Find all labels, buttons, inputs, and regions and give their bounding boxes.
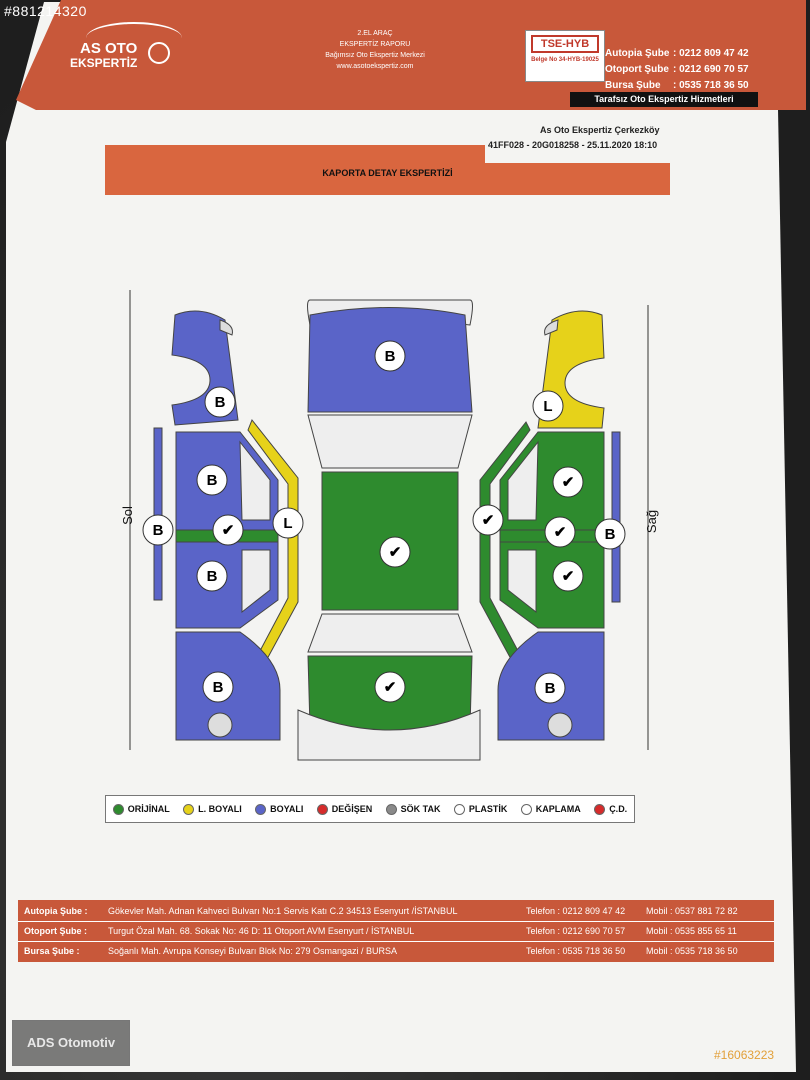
left-mirror [219, 319, 233, 336]
marker-left-rear-door: B [196, 560, 228, 592]
legend-dot [385, 803, 397, 815]
marker-right-rear-fender: B [534, 672, 566, 704]
logo-wheel-icon [148, 42, 170, 64]
top-watermark-code: #881214320 [4, 3, 87, 19]
right-front-window [507, 440, 539, 521]
svg-text:B: B [153, 522, 164, 539]
report-header [16, 0, 806, 110]
report-id: 41FF028 - 20G018258 - 25.11.2020 18:10 [488, 140, 658, 150]
company-name: AS OTO [80, 40, 138, 57]
svg-text:L: L [283, 515, 292, 532]
legend-dot [520, 803, 532, 815]
footer-row: Bursa Şube : Soğanlı Mah. Avrupa Konseyi… [24, 946, 738, 956]
section-title: KAPORTA DETAY EKSPERTİZİ [322, 168, 453, 178]
svg-text:✔: ✔ [482, 512, 495, 529]
marker-right-sill: B [594, 518, 626, 550]
marker-hood: B [374, 340, 406, 372]
color-legend: ORİJİNAL L. BOYALI BOYALI DEĞİŞEN SÖK TA… [105, 795, 635, 823]
branch-name: As Oto Ekspertiz Çerkezköy [540, 125, 660, 135]
footer-row: Autopia Şube : Gökevler Mah. Adnan Kahve… [24, 906, 738, 916]
svg-text:B: B [385, 348, 396, 365]
right-side-label: Sağ [644, 509, 660, 534]
left-sill [153, 427, 163, 601]
footer-row: Otoport Şube : Turgut Özal Mah. 68. Soka… [24, 926, 737, 936]
legend-painted: BOYALI [255, 803, 303, 815]
marker-left-roof-rail: L [272, 507, 304, 539]
marker-right-rear-door: ✔ [552, 560, 584, 592]
footer-divider [18, 941, 774, 942]
marker-right-pillar: ✔ [544, 516, 576, 548]
marker-right-roof-rail: ✔ [472, 504, 504, 536]
company-subtitle: EKSPERTİZ [70, 56, 138, 70]
marker-left-rear-fender: B [202, 671, 234, 703]
svg-text:B: B [207, 472, 218, 489]
left-rear-window [241, 549, 271, 614]
tse-certificate-badge: TSE-HYB Belge No 34-HYB-19025 [525, 30, 605, 82]
legend-plastic: PLASTİK [453, 803, 507, 815]
car-body-diagram: B B L B B ✔ L B B ✔ ✔ ✔ ✔ ✔ B ✔ B [129, 290, 649, 761]
legend-dot [112, 803, 124, 815]
legend-local-painted: L. BOYALI [183, 803, 242, 815]
logo-car-outline-icon [86, 22, 182, 54]
marker-roof: ✔ [379, 536, 411, 568]
listing-id: #16063223 [714, 1048, 775, 1062]
right-rear-window [507, 549, 537, 614]
svg-text:B: B [545, 680, 556, 697]
ads-otomotiv-logo: ADS Otomotiv [12, 1020, 130, 1066]
svg-text:✔: ✔ [562, 568, 575, 585]
slogan-banner: Tarafsız Oto Ekspertiz Hizmetleri [570, 92, 758, 107]
svg-text:✔: ✔ [554, 524, 567, 541]
legend-original: ORİJİNAL [112, 803, 170, 815]
svg-text:✔: ✔ [562, 474, 575, 491]
marker-right-front-door: ✔ [552, 466, 584, 498]
tse-subtitle: Belge No 34-HYB-19025 [531, 57, 599, 63]
legend-cd: Ç.D. [594, 803, 627, 815]
tse-title: TSE-HYB [531, 35, 599, 53]
left-rear-light [207, 712, 233, 738]
footer-divider [18, 921, 774, 922]
rear-window [307, 613, 473, 653]
left-side-label: Sol [119, 506, 135, 525]
legend-dot [183, 803, 195, 815]
legend-dot [255, 803, 267, 815]
windshield [307, 414, 473, 469]
branch-phones: Autopia Şube: 0212 809 47 42 Otoport Şub… [605, 48, 749, 91]
svg-text:✔: ✔ [384, 679, 397, 696]
marker-left-sill: B [142, 514, 174, 546]
footer-addresses: Autopia Şube : Gökevler Mah. Adnan Kahve… [18, 900, 774, 962]
marker-left-front-door: B [196, 464, 228, 496]
right-mirror [544, 319, 559, 336]
svg-text:B: B [207, 568, 218, 585]
svg-text:B: B [215, 394, 226, 411]
right-rear-light [547, 712, 573, 738]
legend-replaced: DEĞİŞEN [316, 803, 372, 815]
svg-text:✔: ✔ [389, 544, 402, 561]
legend-coating: KAPLAMA [520, 803, 581, 815]
svg-text:B: B [213, 679, 224, 696]
svg-text:B: B [605, 526, 616, 543]
legend-removed-refitted: SÖK TAK [385, 803, 441, 815]
rear-bumper [297, 709, 481, 761]
marker-left-pillar: ✔ [212, 514, 244, 546]
left-front-window [239, 440, 271, 521]
header-info: 2.EL ARAÇ EKSPERTİZ RAPORU Bağımsız Oto … [325, 30, 425, 70]
svg-text:✔: ✔ [222, 522, 235, 539]
legend-dot [594, 803, 606, 815]
marker-right-front-fender: L [532, 390, 564, 422]
right-sill [611, 431, 621, 603]
legend-dot [453, 803, 465, 815]
marker-trunk: ✔ [374, 671, 406, 703]
svg-text:L: L [543, 398, 552, 415]
legend-dot [316, 803, 328, 815]
marker-left-front-fender: B [204, 386, 236, 418]
